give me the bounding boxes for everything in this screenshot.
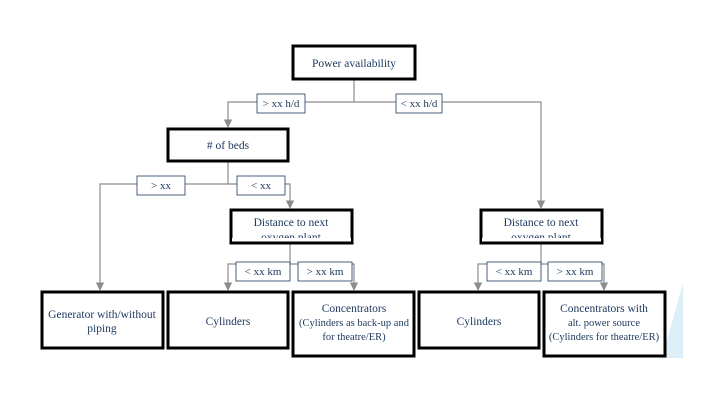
edge-label-distance-right-far: > xx km: [557, 266, 594, 278]
node-beds-box: [166, 127, 290, 163]
node-concentrators-right-line2: alt. power source: [568, 318, 640, 329]
node-beds: # of beds: [207, 140, 250, 152]
edge-label-power-high: > xx h/d: [263, 98, 300, 110]
node-generator-line1: Generator with/without: [48, 309, 156, 321]
edge-label-distance-left-near: < xx km: [245, 266, 282, 278]
node-concentrators-left-line3: for theatre/ER): [322, 332, 386, 343]
node-distance-left-line1: Distance to next: [254, 217, 330, 229]
node-cylinders-right-box: [417, 290, 541, 350]
edge-label-distance-right-near: < xx km: [496, 266, 533, 278]
node-power-availability: Power availability: [312, 58, 396, 70]
nodes: [40, 44, 667, 358]
node-generator-line2: piping: [87, 323, 117, 335]
node-concentrators-left-line1: Concentrators: [322, 303, 387, 315]
edge-label-beds-low: < xx: [251, 180, 271, 192]
node-generator-box: [40, 290, 165, 350]
connector-power-to-distance-right: [354, 101, 546, 209]
edge-label-distance-left-far: > xx km: [307, 266, 344, 278]
node-cylinders-left-box: [166, 290, 290, 350]
node-distance-left-box: [229, 208, 354, 245]
node-distance-right-line1: Distance to next: [504, 217, 580, 229]
node-power-availability-box: [291, 44, 417, 81]
node-concentrators-right-box: [542, 290, 667, 358]
node-cylinders-right: Cylinders: [457, 316, 502, 328]
edge-label-power-low: < xx h/d: [401, 98, 438, 110]
node-concentrators-left-box: [291, 290, 416, 358]
decorative-accent-shape: [662, 283, 683, 358]
edge-labels: > xx h/d < xx h/d > xx < xx < xx km > xx…: [136, 93, 603, 282]
edge-label-beds-high: > xx: [151, 180, 171, 192]
node-cylinders-left: Cylinders: [206, 316, 251, 328]
node-concentrators-right-line1: Concentrators with: [560, 303, 648, 315]
node-concentrators-right-line3: (Cylinders for theatre/ER): [549, 332, 660, 343]
node-concentrators-left-line2: (Cylinders as back-up and: [299, 318, 410, 329]
